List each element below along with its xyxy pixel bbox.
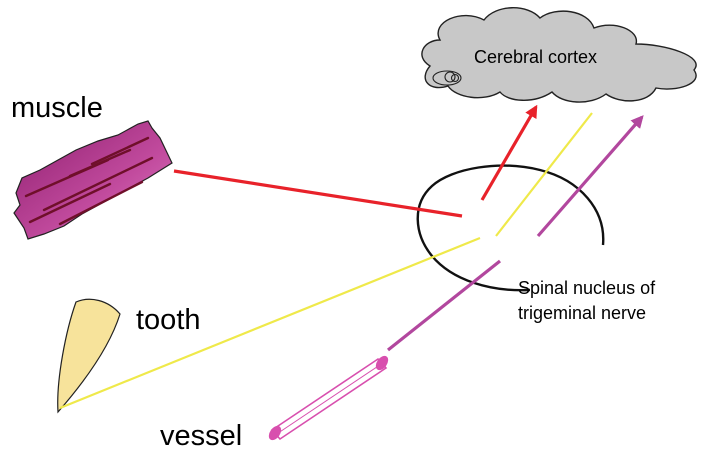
nucleus-label-line1: Spinal nucleus of: [518, 278, 656, 298]
tooth-label: tooth: [136, 304, 201, 336]
tooth-shape: [57, 298, 121, 414]
yellow-pathway-ascending: [495, 112, 593, 237]
spinal-nucleus-outline: [416, 164, 605, 292]
yellow-pathway-afferent: [59, 236, 481, 410]
magenta-pathway-afferent: [387, 259, 501, 352]
cortex-cloud-shape: [421, 7, 697, 103]
red-pathway-afferent: [173, 169, 463, 218]
red-pathway-ascending-arrow: [480, 104, 538, 201]
nucleus-label-line2: trigeminal nerve: [518, 303, 646, 323]
cerebral-cortex-cloud: Cerebral cortex: [421, 7, 697, 103]
cortex-label: Cerebral cortex: [474, 47, 597, 67]
muscle-fibers: [24, 136, 154, 226]
vessel-inner-line: [275, 363, 383, 435]
muscle-shape: [13, 120, 173, 240]
vessel-illustration: [268, 355, 389, 441]
muscle-label: muscle: [11, 92, 103, 124]
vessel-end-cap: [375, 355, 389, 371]
cortex-swirl-icon: [432, 70, 462, 86]
vessel-label: vessel: [160, 420, 242, 452]
vessel-start-cap: [268, 425, 282, 441]
muscle-illustration: [13, 120, 173, 240]
magenta-pathway-ascending-arrow: [536, 115, 644, 238]
